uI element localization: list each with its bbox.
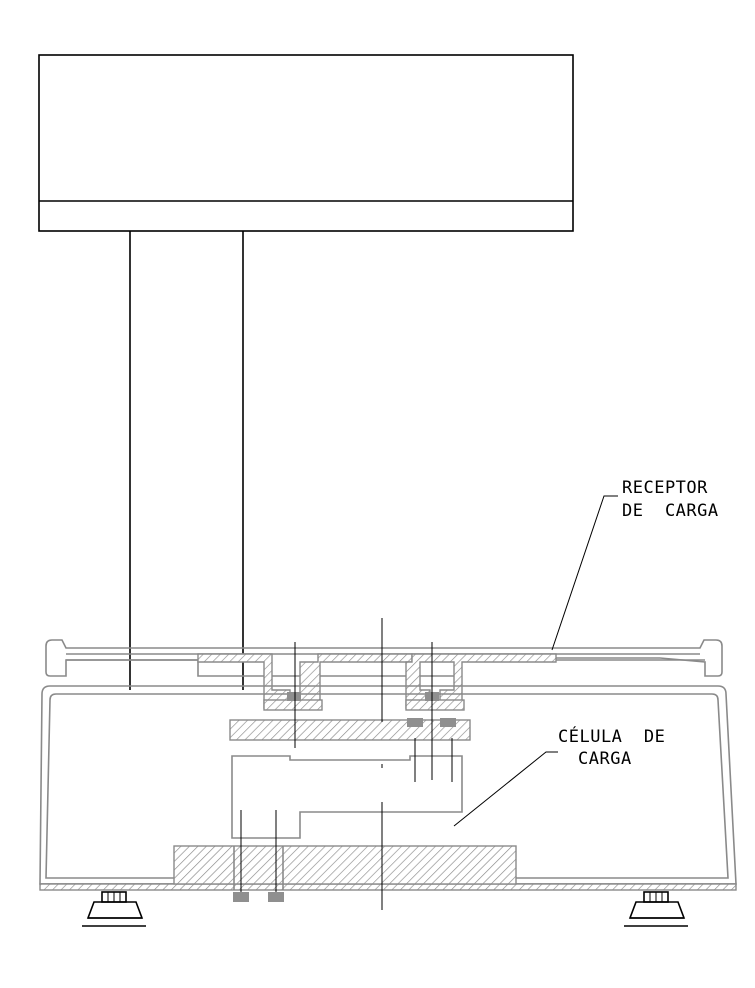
load-cell-body (231, 755, 463, 839)
upper-mount-plate (229, 719, 471, 741)
lower-mount-block (173, 845, 517, 885)
display-column (129, 231, 244, 690)
platter-bracket (197, 653, 557, 711)
bolt-upper-left (287, 692, 301, 701)
bolt-cell-left (407, 718, 423, 727)
display-head (38, 54, 574, 232)
label-celula-line2: CARGA (578, 749, 632, 769)
callout-labels: RECEPTOR DE CARGA CÉLULA DE CARGA (558, 478, 719, 769)
display-housing (38, 54, 574, 232)
left-foot-pad (86, 901, 144, 919)
bracket-right-foot (405, 699, 465, 711)
celula-leader (453, 751, 558, 827)
base-inner-line (45, 693, 729, 879)
bolt-cell-right (440, 718, 456, 727)
label-celula-line1: CÉLULA DE (558, 725, 665, 747)
base-floor-plate (39, 883, 737, 891)
base-housing (39, 685, 737, 891)
receptor-leader (551, 495, 618, 651)
bolt-lower-right (268, 892, 284, 902)
right-foot-pad (628, 901, 686, 919)
leader-lines (453, 495, 618, 827)
label-receptor-line2: DE CARGA (622, 501, 719, 521)
platter-outline (45, 639, 723, 677)
bracket-left-foot (263, 699, 323, 711)
bolt-shanks (233, 642, 453, 892)
bolt-lower-left (233, 892, 249, 902)
left-foot (82, 891, 146, 927)
right-foot (624, 891, 688, 927)
label-receptor-line1: RECEPTOR (622, 478, 708, 498)
